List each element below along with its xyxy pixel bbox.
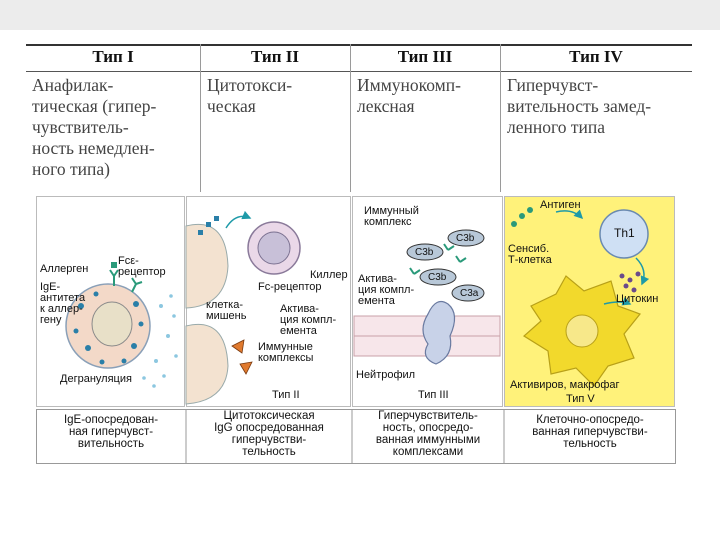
label-th1: Th1: [614, 226, 635, 240]
antigen-dots: [511, 207, 533, 227]
caption-type-3: Гиперчувствитель- ность, опосредо- ванна…: [375, 410, 481, 458]
figure-illustration: [36, 196, 676, 464]
label-c3b-mid: C3b: [415, 247, 434, 258]
column-divider: [200, 44, 201, 192]
neutrophil-icon: [422, 301, 456, 365]
label-target-cell: клетка- мишень: [206, 299, 247, 322]
column-divider: [350, 44, 351, 192]
label-allergen: Аллерген: [40, 263, 89, 275]
table-top-rule: [26, 44, 692, 46]
label-sensitized-t-cell: Сенсиб. Т-клетка: [508, 243, 552, 266]
description-type-3: Иммунокомп- лексная: [357, 75, 461, 116]
caption-row-frame: [36, 409, 676, 464]
label-complement-activation: Актива- ция компл- емента: [280, 303, 337, 337]
description-type-2: Цитотокси- ческая: [207, 75, 293, 116]
label-type-5: Тип V: [566, 393, 595, 405]
label-c3b-top: C3b: [456, 233, 475, 244]
caption-type-2: Цитотоксическая IgG опосредованная гипер…: [214, 410, 324, 458]
mast-cell-icon: [65, 283, 178, 388]
label-activated-macrophage: Активиров, макрофаг: [510, 379, 620, 391]
label-type-3: Тип III: [418, 389, 449, 401]
allergen-icon: [111, 262, 117, 268]
hypersensitivity-figure: Аллерген Fcε- рецептор IgE- антитета к а…: [36, 196, 676, 464]
th1-cell-icon: [599, 209, 649, 259]
immune-complex-triangles: [231, 339, 253, 375]
column-header-type-4: Тип IV: [569, 47, 623, 66]
label-fce-receptor: Fcε- рецептор: [118, 255, 166, 278]
description-type-1: Анафилак- тическая (гипер- чувствитель- …: [32, 75, 157, 179]
antibody-icons: [409, 243, 467, 275]
top-bar: [0, 0, 720, 30]
caption-type-4: Клеточно-опосредо- ванная гиперчувстви- …: [532, 414, 648, 450]
label-neutrophil: Нейтрофил: [356, 369, 416, 381]
label-immune-complex: Иммунный комплекс: [364, 205, 419, 228]
column-divider: [500, 44, 501, 192]
c3b-icon: [406, 229, 485, 302]
cytokine-dots: [619, 271, 641, 293]
column-header-type-3: Тип III: [397, 47, 453, 66]
killer-cell-icon: [247, 221, 301, 275]
label-immune-complexes: Иммунные комплексы: [258, 341, 314, 364]
label-fc-receptor: Fc-рецептор: [258, 281, 322, 293]
label-type-2: Тип II: [272, 389, 300, 401]
description-type-4: Гиперчувст- вительность замед- ленного т…: [507, 75, 652, 137]
target-cell-icon: [185, 224, 229, 405]
macrophage-icon: [522, 275, 641, 387]
antigen-squares: [198, 216, 219, 235]
label-c3a: C3a: [460, 288, 479, 299]
column-header-type-2: Тип II: [251, 47, 299, 66]
label-killer: Киллер: [310, 269, 348, 281]
label-c3b-low: C3b: [428, 272, 447, 283]
label-complement-activation-3: Актива- ция компл- емента: [358, 273, 415, 307]
label-ige-antibody: IgE- антитета к аллер- гену: [40, 281, 86, 326]
label-antigen: Антиген: [540, 199, 581, 211]
ige-antibody-icon: [109, 269, 143, 293]
column-header-type-1: Тип I: [92, 47, 134, 66]
label-degranulation: Дегрануляция: [60, 373, 132, 385]
table-header-rule: [26, 71, 692, 72]
types-header-table: Тип I Тип II Тип III Тип IV Анафилак- ти…: [26, 44, 692, 192]
label-cytokine: Цитокин: [616, 293, 659, 305]
caption-type-1: IgE-опосредован- ная гиперчувст- вительн…: [63, 414, 159, 450]
